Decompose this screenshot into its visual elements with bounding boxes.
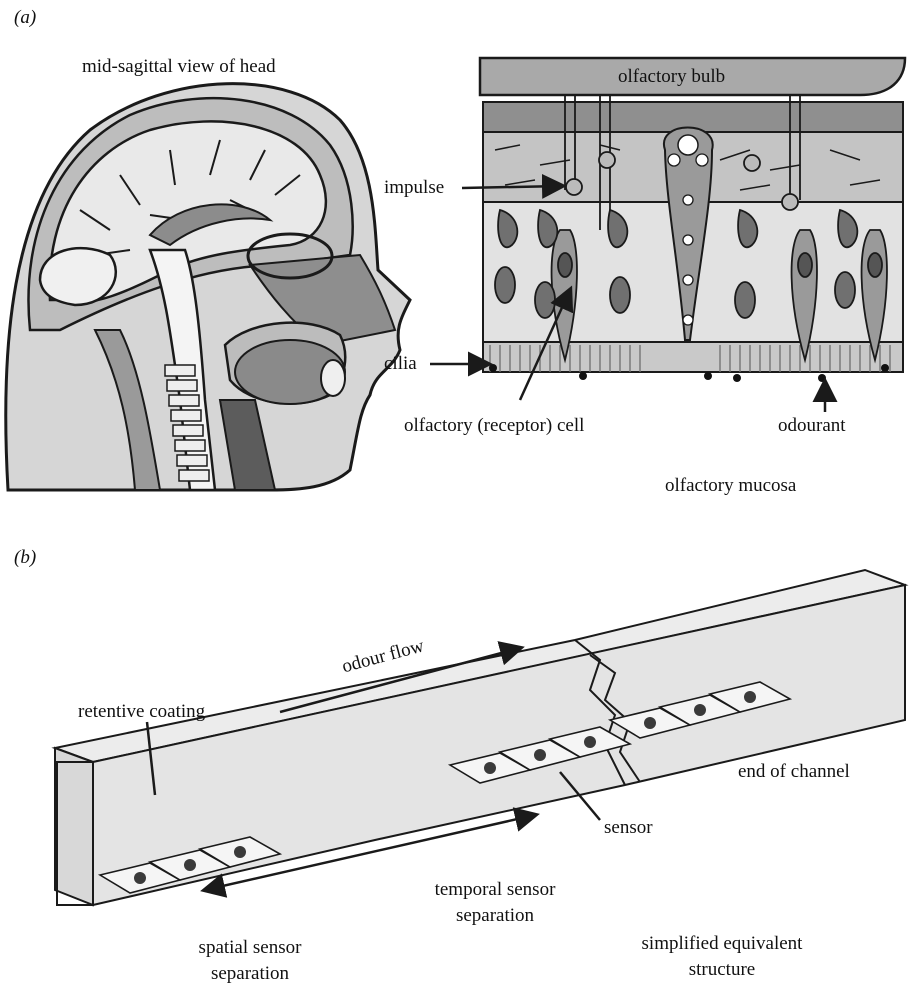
receptor-cell-label: olfactory (receptor) cell xyxy=(404,416,584,435)
temporal-separation-label-1: temporal sensor xyxy=(410,880,580,899)
impulse-label: impulse xyxy=(384,178,444,197)
cerebellum xyxy=(40,248,116,305)
spatial-separation-label-1: spatial sensor xyxy=(150,938,350,957)
panel-b-label: (b) xyxy=(14,548,36,567)
olfactory-bulb-label: olfactory bulb xyxy=(618,67,725,86)
cilia-label: cilia xyxy=(384,354,417,373)
odourant-label: odourant xyxy=(778,416,846,435)
simplified-structure-label-2: structure xyxy=(612,960,832,979)
retentive-coating-label: retentive coating xyxy=(78,702,205,721)
epiglottis xyxy=(321,360,345,396)
channel-illustration xyxy=(55,570,905,905)
mucosa-illustration xyxy=(480,58,905,382)
panel-a-label: (a) xyxy=(14,8,36,27)
mucosa-label: olfactory mucosa xyxy=(665,476,796,495)
end-of-channel-label: end of channel xyxy=(738,762,850,781)
sensor-label: sensor xyxy=(604,818,653,837)
temporal-separation-label-2: separation xyxy=(410,906,580,925)
head-illustration xyxy=(6,84,410,490)
head-title: mid-sagittal view of head xyxy=(82,57,276,76)
channel-front-face xyxy=(55,748,93,905)
simplified-structure-label-1: simplified equivalent xyxy=(612,934,832,953)
spatial-separation-label-2: separation xyxy=(150,964,350,983)
